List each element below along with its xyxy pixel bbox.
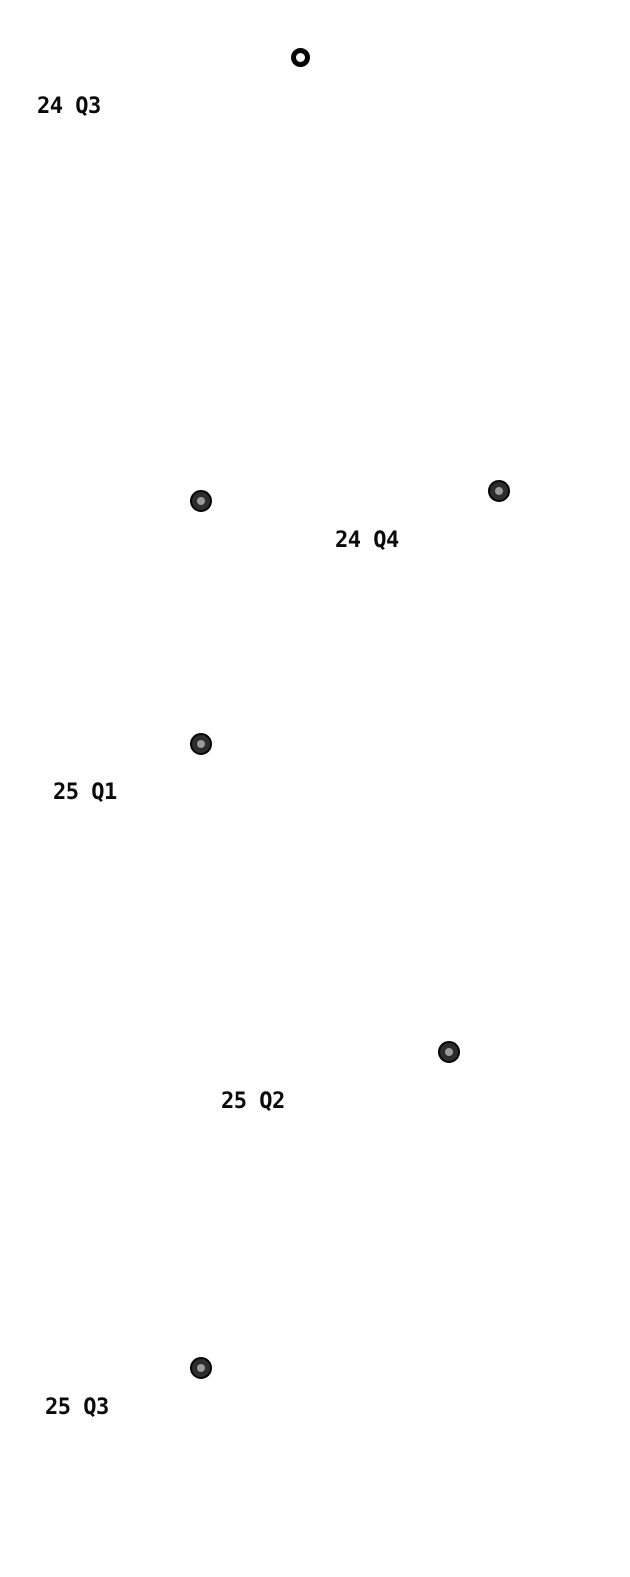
dot-marker-icon[interactable] (488, 480, 510, 502)
marker-label-24-q3: 24 Q3 (37, 94, 101, 119)
dot-marker-icon[interactable] (190, 1357, 212, 1379)
ring-marker-icon[interactable] (291, 48, 310, 67)
dot-marker-icon[interactable] (190, 733, 212, 755)
marker-label-25-q3: 25 Q3 (45, 1395, 109, 1420)
marker-label-25-q1: 25 Q1 (53, 780, 117, 805)
marker-label-24-q4: 24 Q4 (335, 528, 399, 553)
marker-label-25-q2: 25 Q2 (221, 1089, 285, 1114)
dot-marker-icon[interactable] (190, 490, 212, 512)
dot-marker-icon[interactable] (438, 1041, 460, 1063)
